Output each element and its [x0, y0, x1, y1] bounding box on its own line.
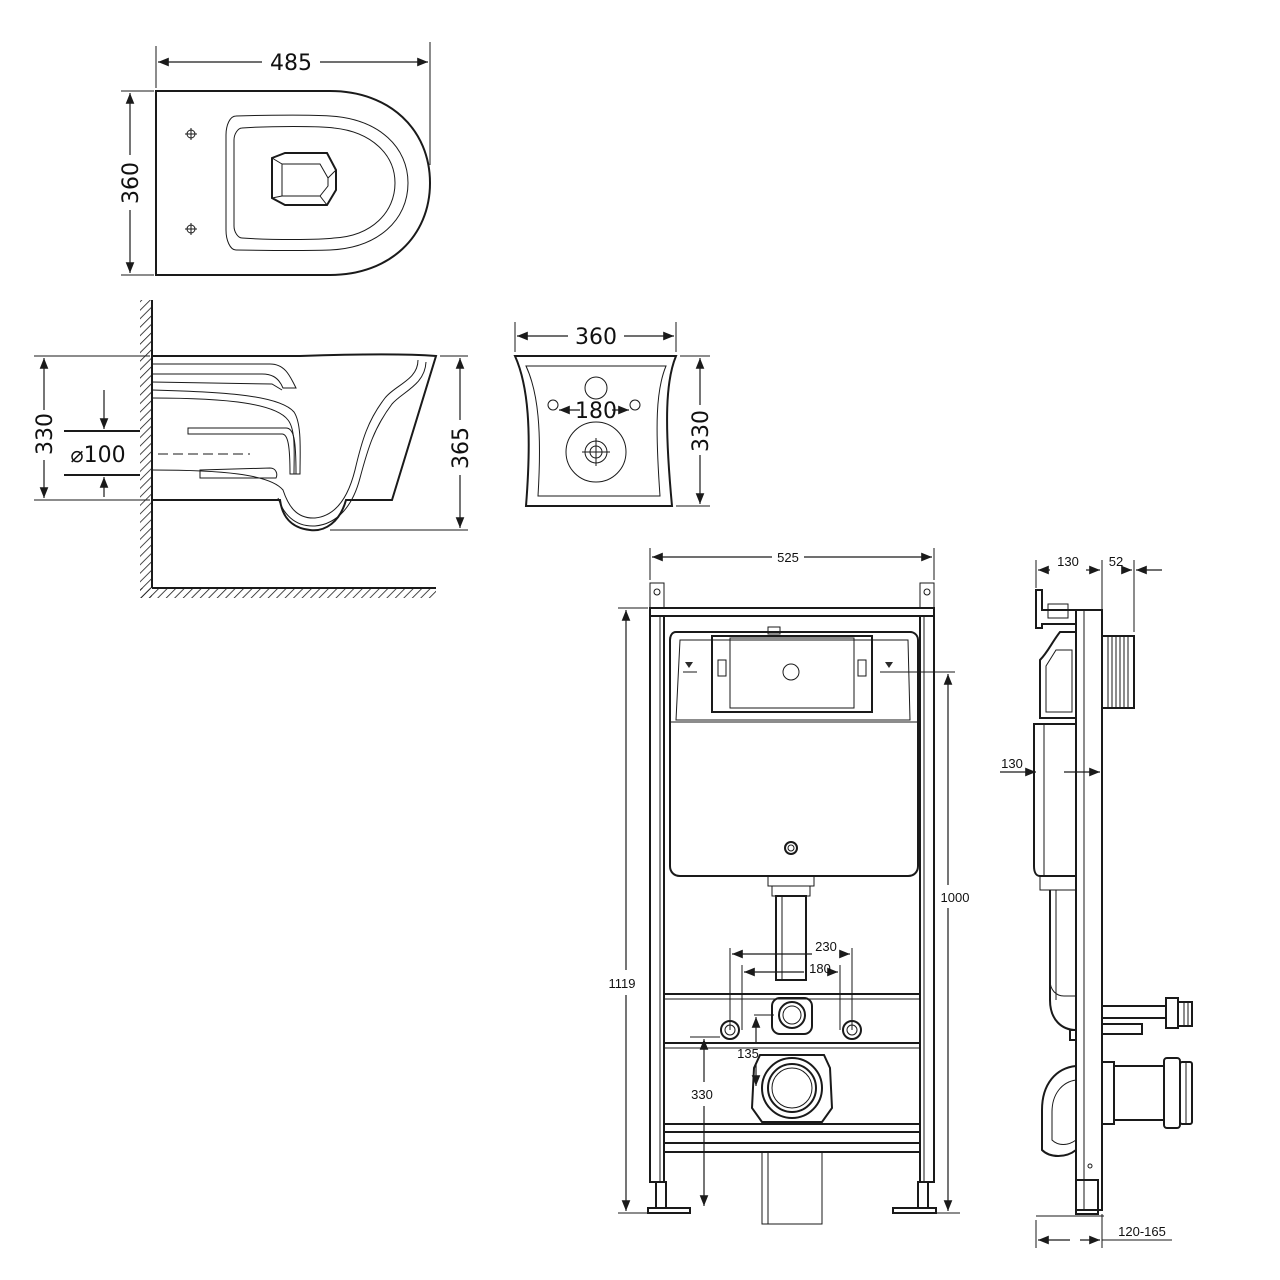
rear-height-label: 330	[689, 410, 714, 452]
frame-front-view: 525 1119 1000 230 180 135 330	[609, 548, 970, 1225]
side-depth-range-label: 120-165	[1118, 1224, 1166, 1239]
frame-total-height-label: 1119	[609, 976, 636, 991]
side-depth-mid-label: 130	[1001, 756, 1023, 771]
pipe-diameter-label: ⌀100	[70, 443, 125, 468]
rear-view: 180 360 330	[513, 322, 714, 507]
side-view: 330 ⌀100 365	[33, 300, 474, 598]
frame-width-label: 525	[777, 550, 799, 565]
top-view: 485 360	[119, 42, 432, 276]
side-plate-label: 52	[1109, 554, 1123, 569]
mount-hole-icon	[185, 128, 197, 140]
flush-plate-ribs	[1107, 636, 1129, 708]
drain-offset-label: 135	[737, 1046, 759, 1061]
top-depth-label: 360	[119, 162, 144, 204]
side-depth-top-label: 130	[1057, 554, 1079, 569]
inlet-spacing-inner-label: 180	[809, 961, 831, 976]
frame-height-label: 1000	[941, 890, 970, 905]
rear-bolt-spacing-label: 180	[575, 399, 617, 424]
drain-height-label: 330	[691, 1087, 713, 1102]
top-width-label: 485	[270, 51, 312, 76]
inlet-spacing-outer-label: 230	[815, 939, 837, 954]
side-height-label: 330	[33, 413, 58, 455]
mount-hole-icon	[185, 223, 197, 235]
side-total-height-label: 365	[449, 427, 474, 469]
rear-width-label: 360	[575, 325, 617, 350]
frame-side-view: 130 52 130 120-165	[1000, 554, 1193, 1248]
